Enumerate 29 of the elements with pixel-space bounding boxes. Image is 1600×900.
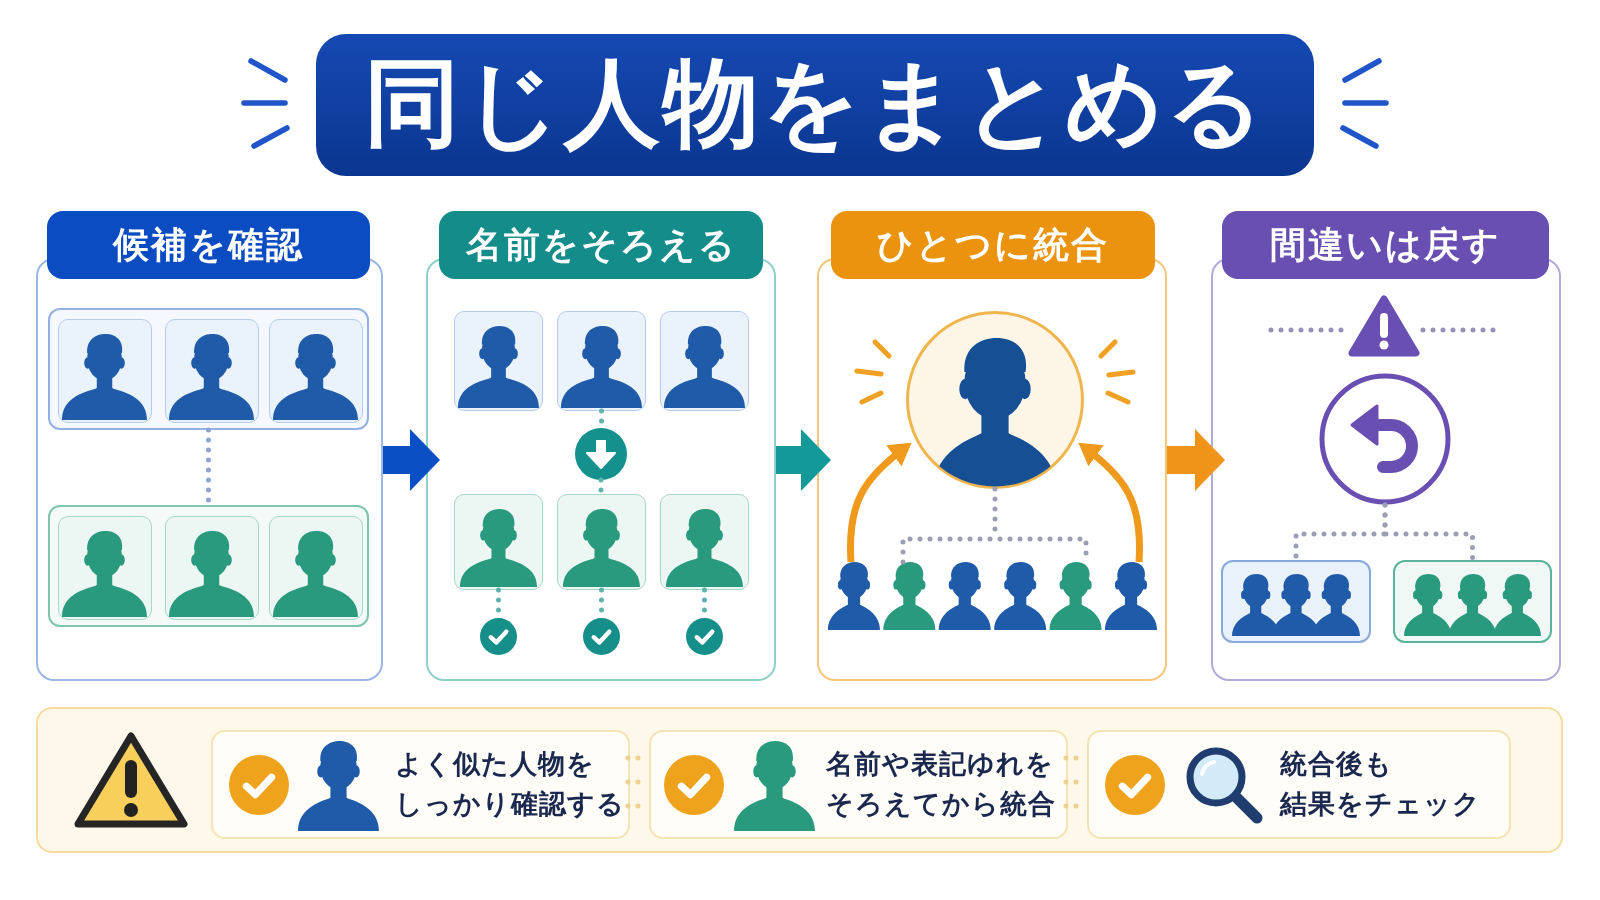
tips-band <box>36 707 1563 853</box>
curved-arrow <box>1078 442 1144 563</box>
curved-arrow <box>846 442 912 563</box>
arrow <box>1167 429 1225 491</box>
tip-card <box>649 730 1068 839</box>
step-heading: 候補を確認 <box>47 211 370 279</box>
step-heading: ひとつに統合 <box>831 211 1155 279</box>
group-box <box>48 308 369 430</box>
photo-card <box>557 311 646 411</box>
arrow <box>383 429 440 491</box>
step-heading: 名前をそろえる <box>439 211 763 279</box>
tip-text: よく似た人物をしっかり確認する <box>395 747 625 821</box>
group-box <box>1221 560 1371 643</box>
dotted-connector <box>900 486 1089 565</box>
tip-card <box>1087 730 1511 839</box>
step-heading: 間違いは戻す <box>1222 211 1549 279</box>
photo-card <box>454 494 543 590</box>
group-box <box>1393 560 1552 643</box>
photo-card <box>557 494 646 590</box>
photo-card <box>660 311 749 411</box>
title-banner: 同じ人物をまとめる <box>316 34 1314 176</box>
group-box <box>48 505 369 627</box>
dotted-connector <box>1382 502 1475 563</box>
tip-card <box>211 730 630 839</box>
tip-text: 統合後も結果をチェック <box>1280 747 1481 821</box>
photo-card <box>454 311 543 411</box>
arrow <box>776 429 831 491</box>
photo-card <box>660 494 749 590</box>
tip-text: 名前や表記ゆれをそろえてから統合 <box>826 747 1056 821</box>
